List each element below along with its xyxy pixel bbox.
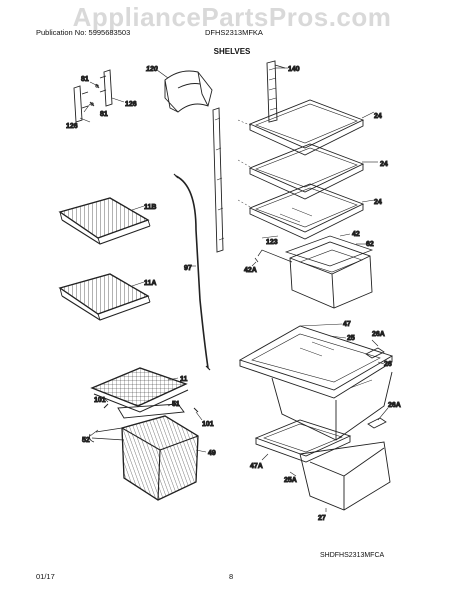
callout-24-top: 24 <box>374 113 382 120</box>
shelf-24-low <box>248 183 365 240</box>
callout-11b: 11B <box>144 204 156 211</box>
callout-42a: 42A <box>244 267 257 274</box>
bracket-26a-upper <box>365 347 385 359</box>
bin-26 <box>271 371 393 441</box>
callout-120: 120 <box>146 66 158 73</box>
footer-date: 01/17 <box>36 572 55 581</box>
callout-49: 49 <box>208 450 216 457</box>
model-number: DFHS2313MFKA <box>205 28 263 37</box>
crisper-62 <box>254 241 373 309</box>
shelf-24-top <box>248 99 365 156</box>
callout-126-lower: 126 <box>66 123 78 130</box>
callout-101-right: 101 <box>202 421 214 428</box>
wire-shelf-11b <box>58 197 151 245</box>
callout-97: 97 <box>184 265 192 272</box>
callout-11: 11 <box>180 376 188 383</box>
callout-25: 25 <box>347 335 355 342</box>
bracket-upper <box>95 69 113 107</box>
callout-123: 123 <box>266 239 278 246</box>
rail-140 <box>266 60 286 123</box>
callout-25a: 25A <box>284 477 297 484</box>
callout-26a-lower: 26A <box>388 402 401 409</box>
drawing-code: SHDFHS2313MFCA <box>320 552 385 559</box>
section-title: SHELVES <box>213 47 251 56</box>
shelf-frame-51 <box>117 403 185 419</box>
wire-shelf-11 <box>90 367 189 413</box>
callout-11a: 11A <box>144 280 156 287</box>
callout-101-left: 101 <box>94 397 106 404</box>
bin-cover-25a <box>254 419 352 463</box>
bracket-lower <box>73 85 95 123</box>
bin-cover-25 <box>238 325 394 399</box>
callout-51: 51 <box>172 401 180 408</box>
tube-97 <box>173 173 211 371</box>
callout-47: 47 <box>343 321 351 328</box>
callout-126-upper: 126 <box>125 101 137 108</box>
callout-52: 52 <box>82 437 90 444</box>
basket-49 <box>89 415 199 501</box>
callout-26a-upper: 26A <box>372 331 385 338</box>
callout-81-lower: 81 <box>100 111 108 118</box>
bracket-26a-lower <box>367 417 387 429</box>
callout-47a: 47A <box>250 463 263 470</box>
footer-page-number: 8 <box>229 572 234 581</box>
publication-number: Publication No: 5995683503 <box>36 28 131 37</box>
callout-62: 62 <box>366 241 374 248</box>
crisper-cover-42 <box>284 235 374 267</box>
callout-140: 140 <box>288 66 300 73</box>
watermark: AppliancePartsPros.com <box>72 2 392 32</box>
callout-27: 27 <box>318 515 326 522</box>
callout-24-mid: 24 <box>380 161 388 168</box>
bin-120 <box>164 70 213 113</box>
shelf-trim <box>212 107 225 253</box>
wire-shelf-11a <box>58 273 151 321</box>
bin-27 <box>299 441 391 511</box>
shelf-24-mid <box>248 143 365 200</box>
callout-81-upper: 81 <box>81 76 89 83</box>
callout-42: 42 <box>352 231 360 238</box>
callout-26: 26 <box>384 361 392 368</box>
callout-24-low: 24 <box>374 199 382 206</box>
